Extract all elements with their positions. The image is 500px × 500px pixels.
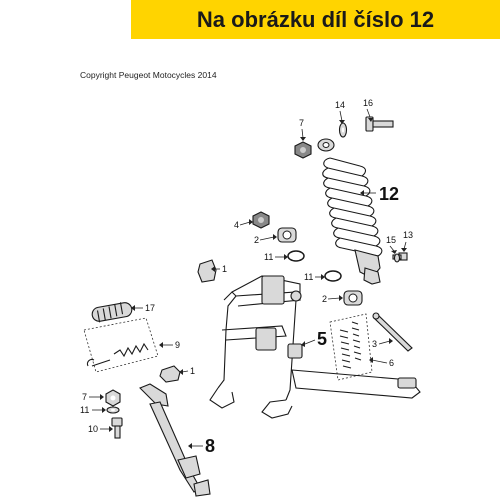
grip-part-17 xyxy=(91,302,133,323)
callout-7-top: 7 xyxy=(299,118,304,128)
callout-10: 10 xyxy=(88,424,98,434)
callout-8: 8 xyxy=(205,436,215,456)
callout-14: 14 xyxy=(335,100,345,110)
callout-2-upper: 2 xyxy=(254,235,259,245)
callout-9: 9 xyxy=(175,340,180,350)
washer-part-15 xyxy=(393,253,401,263)
callout-labels: 16 14 7 12 4 2 11 13 15 1 11 2 5 xyxy=(80,98,413,456)
callout-15: 15 xyxy=(386,235,396,245)
ring-part-11-upper xyxy=(287,250,305,262)
bolt-part-10 xyxy=(111,417,123,439)
callout-12: 12 xyxy=(379,184,399,204)
callout-5: 5 xyxy=(317,329,327,349)
ring-part-11-right xyxy=(324,270,342,282)
nut-part-7-lower xyxy=(105,389,121,407)
washer-part-11-lower xyxy=(106,406,120,414)
part-number-banner: Na obrázku díl číslo 12 xyxy=(131,0,500,39)
callout-4: 4 xyxy=(234,220,239,230)
callout-11-right: 11 xyxy=(304,272,313,282)
pivot-shaft-part-3 xyxy=(372,312,413,352)
washer-part-14 xyxy=(338,122,348,138)
callout-2-right: 2 xyxy=(322,294,327,304)
bush-part-2-upper xyxy=(277,227,297,243)
callout-3: 3 xyxy=(372,339,377,349)
callout-11-lower: 11 xyxy=(80,405,89,415)
callout-13: 13 xyxy=(403,230,413,240)
callout-6: 6 xyxy=(389,358,394,368)
side-stand-part-8 xyxy=(139,383,211,497)
callout-17: 17 xyxy=(145,303,155,313)
banner-title: Na obrázku díl číslo 12 xyxy=(196,6,435,32)
callout-16: 16 xyxy=(363,98,373,108)
stop-part-1-upper xyxy=(197,259,217,283)
center-stand-part-5 xyxy=(209,275,421,419)
stop-part-1-lower xyxy=(159,365,181,383)
spring-part-6 xyxy=(329,313,373,381)
bush-part-2-right xyxy=(343,290,363,306)
callout-11-upper: 11 xyxy=(264,252,273,262)
nut-part-7-top xyxy=(294,141,312,159)
callout-7-lower: 7 xyxy=(82,392,87,402)
callout-1-lower: 1 xyxy=(190,366,195,376)
shock-absorber xyxy=(317,138,383,285)
callout-1-upper: 1 xyxy=(222,264,227,274)
nut-part-4 xyxy=(252,211,270,229)
spring-part-9 xyxy=(83,317,159,373)
copyright-text: Copyright Peugeot Motocycles 2014 xyxy=(80,70,217,80)
